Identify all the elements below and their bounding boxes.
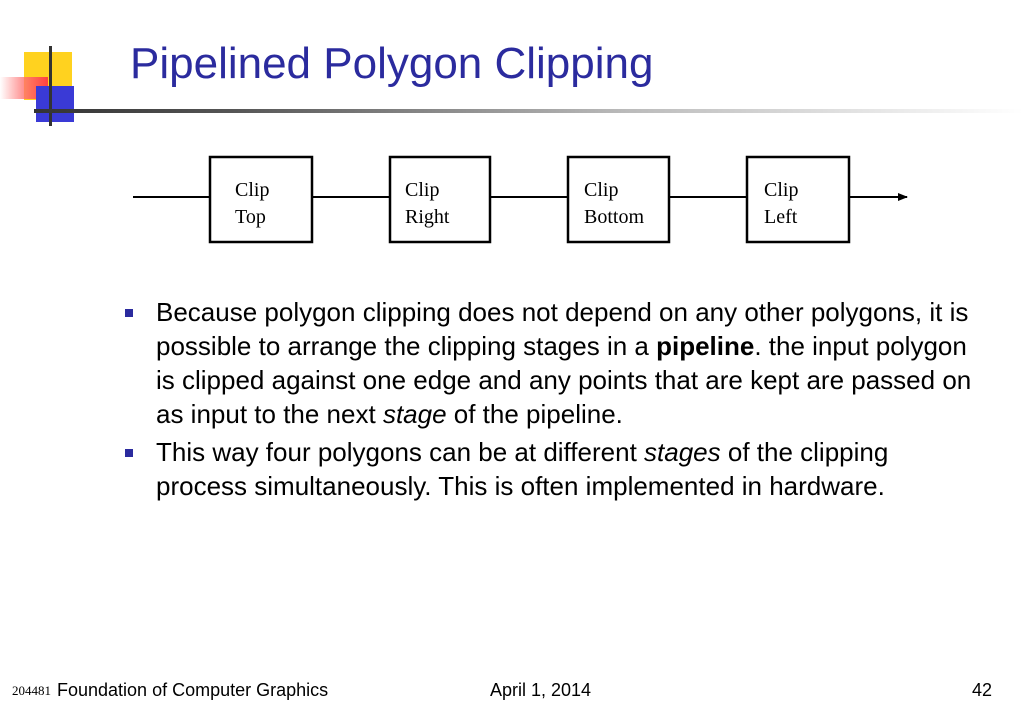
stage-label-clip-bottom: Clip Bottom — [584, 177, 644, 231]
stage-label-line1: Clip — [584, 179, 619, 201]
bullet-bold-term: pipeline — [656, 331, 755, 361]
stage-box-clip-top — [208, 155, 314, 244]
footer-page-number: 42 — [972, 680, 993, 700]
decor-blue-square — [36, 86, 74, 122]
bullet-text: of the pipeline. — [446, 399, 623, 429]
footer-course-code: 204481 — [12, 683, 51, 698]
bullet-item: This way four polygons can be at differe… — [124, 435, 984, 503]
stage-label-line2: Left — [764, 206, 798, 228]
bullet-item: Because polygon clipping does not depend… — [124, 295, 984, 431]
stage-label-clip-right: Clip Right — [405, 177, 449, 231]
bullet-italic-term: stages — [644, 437, 721, 467]
stage-label-clip-left: Clip Left — [764, 177, 798, 231]
stage-box-clip-bottom — [566, 155, 671, 244]
slide-title: Pipelined Polygon Clipping — [130, 39, 654, 88]
stage-box-clip-right — [388, 155, 492, 244]
bullet-text: This way four polygons can be at differe… — [156, 437, 645, 467]
title-underline — [34, 109, 1023, 113]
decor-vertical-line — [49, 46, 52, 126]
footer-course-title: Foundation of Computer Graphics — [57, 680, 329, 700]
bullet-text: of the clipping process simultaneously. … — [156, 437, 889, 501]
stage-label-line1: Clip — [235, 179, 270, 201]
bullet-text: . the input polygon is clipped against o… — [156, 331, 972, 429]
stage-label-line2: Top — [235, 206, 266, 228]
square-bullet-icon — [125, 449, 133, 457]
stage-box-clip-left — [745, 155, 851, 244]
square-bullet-icon — [125, 309, 133, 317]
bullet-list: Because polygon clipping does not depend… — [124, 295, 984, 507]
stage-label-clip-top: Clip Top — [235, 177, 269, 231]
bullet-text: Because polygon clipping does not depend… — [156, 297, 969, 361]
footer-date: April 1, 2014 — [490, 680, 592, 700]
stage-label-line2: Right — [405, 206, 450, 228]
bullet-italic-term: stage — [382, 399, 447, 429]
stage-label-line1: Clip — [764, 179, 799, 201]
stage-label-line2: Bottom — [584, 206, 645, 228]
stage-label-line1: Clip — [405, 179, 440, 201]
